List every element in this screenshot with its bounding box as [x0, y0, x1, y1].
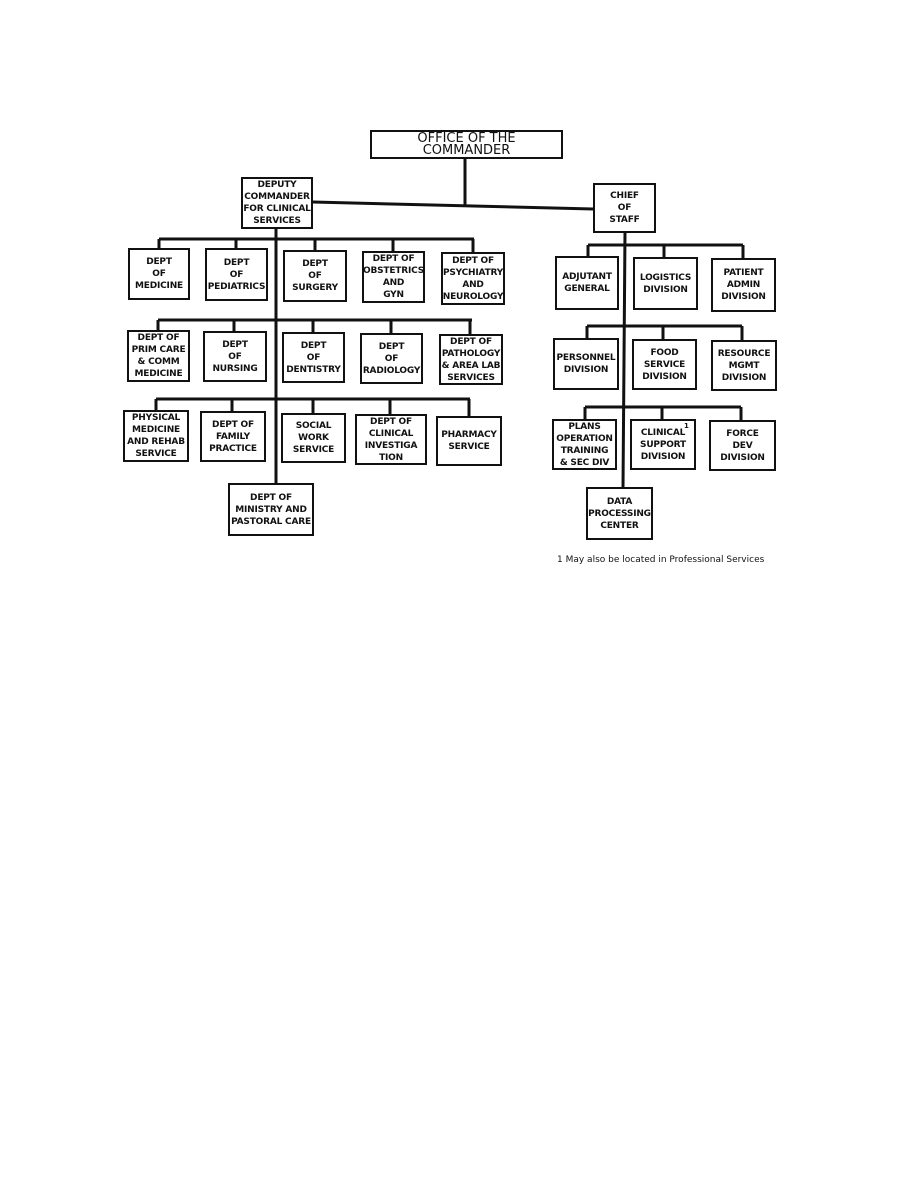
footnote-marker: 1: [684, 422, 689, 430]
data-processing-center-box: DATA PROCESSING CENTER: [586, 487, 653, 540]
physical-medicine-box: PHYSICAL MEDICINE AND REHAB SERVICE: [123, 410, 189, 462]
dept-psychiatry-box: DEPT OF PSYCHIATRY AND NEUROLOGY: [441, 252, 505, 305]
dept-nursing-box: DEPT OF NURSING: [203, 331, 267, 382]
clinical-support-division-box: CLINICAL SUPPORT DIVISION: [630, 419, 696, 470]
force-dev-division-box: FORCE DEV DIVISION: [709, 420, 776, 471]
office-of-the-commander-box: OFFICE OF THE COMMANDER: [370, 130, 563, 159]
dept-pediatrics-box: DEPT OF PEDIATRICS: [205, 248, 268, 301]
patient-admin-division-box: PATIENT ADMIN DIVISION: [711, 258, 776, 312]
resource-mgmt-division-box: RESOURCE MGMT DIVISION: [711, 340, 777, 391]
logistics-division-box: LOGISTICS DIVISION: [633, 257, 698, 310]
dept-surgery-box: DEPT OF SURGERY: [283, 250, 347, 302]
dept-obstetrics-box: DEPT OF OBSTETRICS AND GYN: [362, 251, 425, 303]
dept-clinical-investigation-box: DEPT OF CLINICAL INVESTIGA TION: [355, 414, 427, 465]
chief-of-staff-box: CHIEF OF STAFF: [593, 183, 656, 233]
dept-radiology-box: DEPT OF RADIOLOGY: [360, 333, 423, 384]
deputy-commander-box: DEPUTY COMMANDER FOR CLINICAL SERVICES: [241, 177, 313, 229]
dept-pathology-box: DEPT OF PATHOLOGY & AREA LAB SERVICES: [439, 334, 503, 385]
social-work-service-box: SOCIAL WORK SERVICE: [281, 413, 346, 463]
dept-ministry-box: DEPT OF MINISTRY AND PASTORAL CARE: [228, 483, 314, 536]
pharmacy-service-box: PHARMACY SERVICE: [436, 416, 502, 466]
plans-operation-box: PLANS OPERATION TRAINING & SEC DIV: [552, 419, 617, 470]
personnel-division-box: PERSONNEL DIVISION: [553, 338, 619, 390]
dept-medicine-box: DEPT OF MEDICINE: [128, 248, 190, 300]
footnote: 1 May also be located in Professional Se…: [557, 555, 765, 565]
food-service-division-box: FOOD SERVICE DIVISION: [632, 339, 697, 390]
dept-dentistry-box: DEPT OF DENTISTRY: [282, 332, 345, 383]
dept-prim-care-box: DEPT OF PRIM CARE & COMM MEDICINE: [127, 330, 190, 382]
adjutant-general-box: ADJUTANT GENERAL: [555, 256, 619, 310]
dept-family-practice-box: DEPT OF FAMILY PRACTICE: [200, 411, 266, 462]
